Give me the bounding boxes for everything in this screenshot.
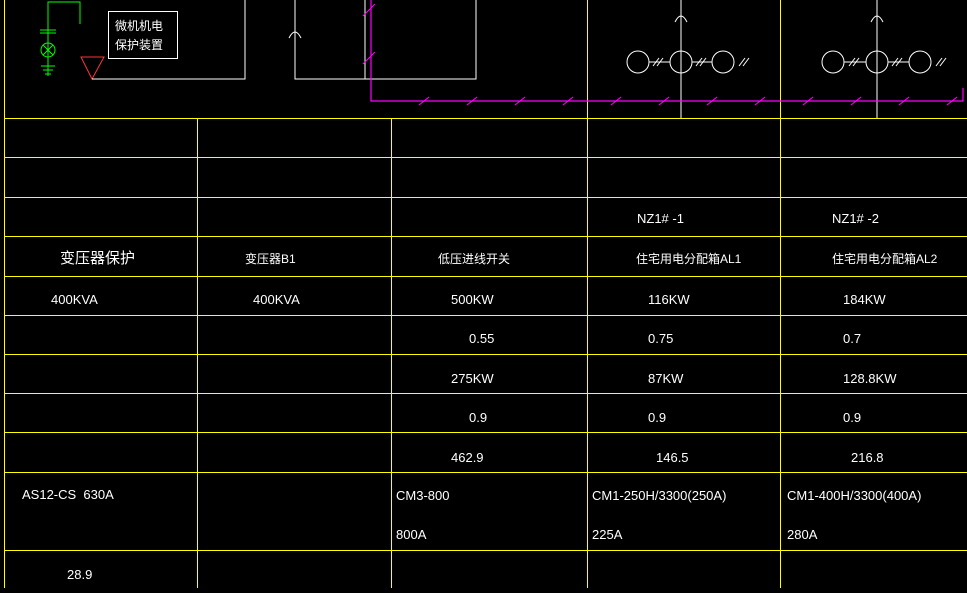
breaker-rating-3: 800A — [396, 527, 427, 542]
busbar-tick-8 — [754, 96, 766, 106]
ct-tick-3 — [695, 57, 703, 67]
busbar-tick-4 — [562, 96, 574, 106]
breaker-rating-5: 280A — [787, 527, 818, 542]
cabinet-name-5: 住宅用电分配箱AL2 — [832, 251, 938, 266]
busbar-tick-1 — [418, 96, 430, 106]
busbar-tick-5 — [610, 96, 622, 106]
ct-tick-7 — [848, 57, 856, 67]
signal-lamp-cross-b — [42, 44, 54, 56]
ct-tick-8 — [852, 57, 860, 67]
parameter-values: 400KVA 400KVA 500KW 116KW 184KW 0.55 0.7… — [51, 292, 897, 465]
row5-col5-value: 216.8 — [851, 450, 884, 465]
row1-col1-value: 400KVA — [51, 292, 98, 307]
breaker-model-4: CM1-250H/3300(250A) — [592, 488, 726, 503]
bus-riser-tick-2 — [362, 51, 376, 65]
busbar-ticks — [362, 3, 958, 106]
ct-tick-11 — [935, 57, 943, 67]
row3-col4-value: 87KW — [648, 371, 684, 386]
cabinet-name-4: 住宅用电分配箱AL1 — [636, 251, 742, 266]
busbar-tick-7 — [706, 96, 718, 106]
row4-col3-value: 0.9 — [469, 410, 487, 425]
feeder-wire-a — [294, 0, 477, 80]
ct-tick-10 — [895, 57, 903, 67]
protection-box-label-2: 保护装置 — [115, 38, 163, 52]
last-row-values: 28.9 — [67, 567, 92, 582]
current-transformer-icon — [80, 56, 105, 81]
ct-tick-5 — [738, 57, 746, 67]
cabinet-name-1: 变压器保护 — [60, 250, 135, 267]
last-row-col1-value: 28.9 — [67, 567, 92, 582]
cabinet-tag-5: NZ1# -2 — [832, 211, 879, 226]
ground-wire — [47, 1, 81, 40]
ct-tick-2 — [656, 57, 664, 67]
al2-hook-icon — [870, 15, 884, 23]
row4-col4-value: 0.9 — [648, 410, 666, 425]
al1-ct-right-icon — [711, 50, 735, 74]
row1-col4-value: 116KW — [648, 292, 690, 307]
ct-tick-12 — [939, 57, 947, 67]
busbar-tick-2 — [466, 96, 478, 106]
row1-col3-value: 500KW — [451, 292, 494, 307]
cabinet-tag-4: NZ1# -1 — [637, 211, 684, 226]
al2-ct-right-icon — [908, 50, 932, 74]
protection-device-box — [108, 11, 178, 59]
ct-tick-9 — [891, 57, 899, 67]
busbar-tick-9 — [802, 96, 814, 106]
al2-ct-left-icon — [821, 50, 845, 74]
breaker-model-1: AS12-CS 630A — [22, 487, 114, 502]
grounding-branch — [40, 1, 81, 76]
schematic-lines — [80, 0, 932, 118]
feeder-hook-icon — [288, 31, 302, 39]
row2-col4-value: 0.75 — [648, 331, 673, 346]
busbar — [370, 0, 964, 102]
breaker-rating-4: 225A — [592, 527, 623, 542]
al1-hook-icon — [674, 15, 688, 23]
ct-tick-1 — [652, 57, 660, 67]
ct-tick-4 — [699, 57, 707, 67]
row3-col5-value: 128.8KW — [843, 371, 897, 386]
bus-riser-tick-1 — [362, 3, 376, 17]
breaker-model-5: CM1-400H/3300(400A) — [787, 488, 921, 503]
row5-col4-value: 146.5 — [656, 450, 689, 465]
cabinet-names: 变压器保护 变压器B1 低压进线开关 住宅用电分配箱AL1 住宅用电分配箱AL2 — [60, 250, 938, 267]
row1-col5-value: 184KW — [843, 292, 886, 307]
busbar-tick-3 — [514, 96, 526, 106]
ct-ticks — [652, 57, 947, 67]
row1-col2-value: 400KVA — [253, 292, 300, 307]
ct-wire — [92, 0, 246, 80]
busbar-tick-6 — [658, 96, 670, 106]
cabinet-name-3: 低压进线开关 — [438, 252, 510, 266]
busbar-line — [370, 0, 964, 102]
breaker-specs: AS12-CS 630A CM3-800 800A CM1-250H/3300(… — [22, 487, 921, 542]
row3-col3-value: 275KW — [451, 371, 494, 386]
al1-ct-left-icon — [626, 50, 650, 74]
busbar-tick-12 — [946, 96, 958, 106]
row2-col3-value: 0.55 — [469, 331, 494, 346]
breaker-model-3: CM3-800 — [396, 488, 449, 503]
row2-col5-value: 0.7 — [843, 331, 861, 346]
signal-lamp-icon — [40, 42, 56, 58]
table-grid — [4, 0, 967, 588]
row4-col5-value: 0.9 — [843, 410, 861, 425]
busbar-tick-11 — [898, 96, 910, 106]
cabinet-tags: NZ1# -1 NZ1# -2 — [637, 211, 879, 226]
protection-box-label-1: 微机机电 — [115, 19, 163, 33]
cabinet-name-2: 变压器B1 — [245, 251, 296, 266]
ct-tick-6 — [742, 57, 750, 67]
busbar-tick-10 — [850, 96, 862, 106]
schematic-labels: 微机机电 保护装置 — [115, 19, 163, 52]
row5-col3-value: 462.9 — [451, 450, 484, 465]
